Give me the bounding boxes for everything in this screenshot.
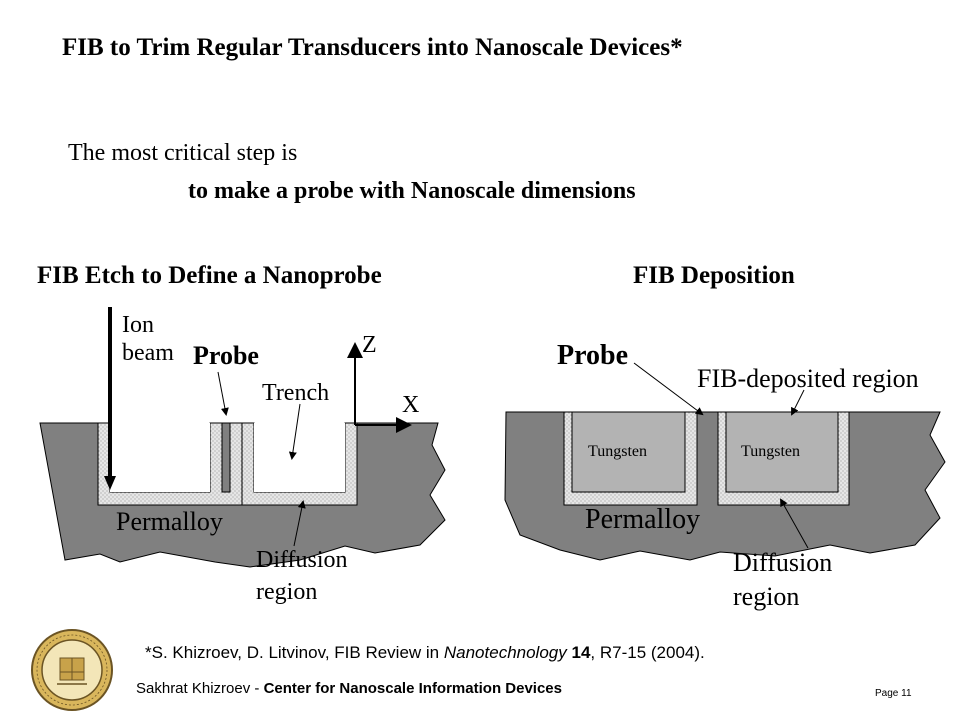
- x-label: X: [402, 392, 419, 418]
- right-permalloy-label: Permalloy: [585, 504, 700, 535]
- reference-authors: *S. Khizroev, D. Litvinov, FIB Review in: [145, 643, 444, 662]
- right-region-label: region: [733, 582, 799, 611]
- right-diffusion-label: Diffusion: [733, 548, 832, 577]
- ion-label: Ion: [122, 312, 154, 338]
- left-probe-pointer: [217, 371, 229, 416]
- author-name: Sakhrat Khizroev -: [136, 680, 264, 697]
- left-probe-label: Probe: [193, 341, 259, 370]
- reference-journal: Nanotechnology: [443, 643, 567, 662]
- left-trench-1: [110, 423, 210, 492]
- intro-emphasis: to make a probe with Nanoscale dimension…: [188, 178, 636, 204]
- tungsten-right-fill: [725, 411, 839, 493]
- z-label: Z: [362, 332, 377, 358]
- deposited-pointer: [791, 389, 805, 416]
- tungsten-left-fill: [571, 411, 686, 493]
- left-diffusion-label: Diffusion: [256, 547, 348, 573]
- left-diffusion-pointer: [293, 500, 306, 547]
- slide-title: FIB to Trim Regular Transducers into Nan…: [62, 34, 683, 61]
- reference-volume: 14: [571, 643, 591, 662]
- university-seal-logo: [31, 629, 113, 711]
- right-probe-pointer: [633, 362, 704, 416]
- left-trench-2: [254, 423, 345, 492]
- deposited-label: FIB-deposited region: [697, 364, 919, 393]
- right-probe-label: Probe: [557, 340, 628, 371]
- reference-pages: , R7-15 (2004).: [590, 643, 705, 662]
- author-line: Sakhrat Khizroev - Center for Nanoscale …: [136, 680, 562, 697]
- tungsten-right-label: Tungsten: [741, 443, 800, 460]
- beam-label: beam: [122, 340, 174, 366]
- reference-citation: *S. Khizroev, D. Litvinov, FIB Review in…: [145, 643, 705, 663]
- page-number: Page 11: [875, 688, 912, 699]
- intro-text: The most critical step is: [68, 140, 298, 166]
- right-diffusion-pointer: [780, 498, 809, 549]
- left-permalloy-label: Permalloy: [116, 507, 223, 536]
- left-diagram-heading: FIB Etch to Define a Nanoprobe: [37, 262, 382, 289]
- trench-pointer: [288, 403, 301, 460]
- ion-beam-arrowhead: [104, 476, 116, 490]
- left-region-label: region: [256, 579, 317, 605]
- right-diagram-heading: FIB Deposition: [633, 262, 795, 289]
- tungsten-left-label: Tungsten: [588, 443, 647, 460]
- trench-label: Trench: [262, 380, 329, 406]
- author-center: Center for Nanoscale Information Devices: [263, 680, 562, 697]
